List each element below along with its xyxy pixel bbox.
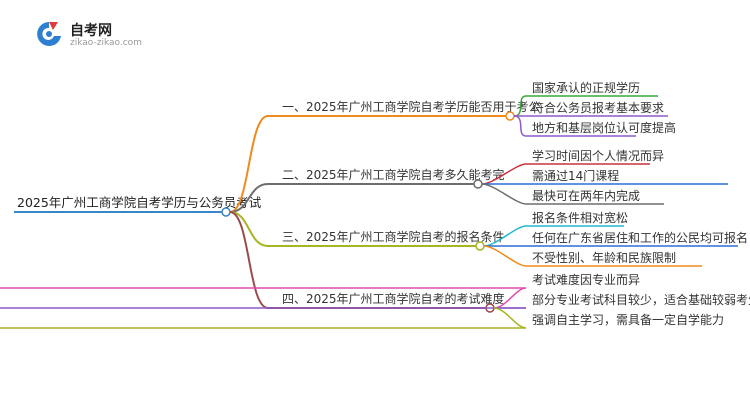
leaf-topic[interactable]: 地方和基层岗位认可度提高 <box>532 120 676 135</box>
leaf-topic[interactable]: 报名条件相对宽松 <box>532 210 628 225</box>
branch-collapse-toggle[interactable] <box>473 179 483 189</box>
leaf-topic[interactable]: 国家承认的正规学历 <box>532 80 640 95</box>
root-topic[interactable]: 2025年广州工商学院自考学历与公务员考试 <box>17 195 262 210</box>
branch-collapse-toggle[interactable] <box>475 241 485 251</box>
branch-collapse-toggle[interactable] <box>505 111 515 121</box>
leaf-topic[interactable]: 符合公务员报考基本要求 <box>532 100 664 115</box>
leaf-topic[interactable]: 任何在广东省居住和工作的公民均可报名 <box>532 230 748 245</box>
site-logo[interactable]: 自考网 zikao-zikao.com <box>30 14 150 54</box>
logo-name: 自考网 <box>70 23 112 39</box>
branch-topic-2[interactable]: 二、2025年广州工商学院自考多久能考完 <box>282 167 505 182</box>
branch-topic-3[interactable]: 三、2025年广州工商学院自考的报名条件 <box>282 229 505 244</box>
branch-connector <box>229 183 269 213</box>
logo-url: zikao-zikao.com <box>70 38 142 48</box>
branch-connector <box>229 211 269 309</box>
branch-topic-4[interactable]: 四、2025年广州工商学院自考的考试难度 <box>282 291 505 306</box>
leaf-topic[interactable]: 强调自主学习，需具备一定自学能力 <box>532 312 724 327</box>
leaf-connector <box>481 183 527 205</box>
branch-connector <box>229 115 269 213</box>
leaf-topic[interactable]: 不受性别、年龄和民族限制 <box>532 251 676 265</box>
leaf-topic[interactable]: 考试难度因专业而异 <box>532 272 640 287</box>
root-collapse-toggle[interactable] <box>221 207 231 217</box>
logo-mark-icon <box>37 22 61 46</box>
leaf-topic[interactable]: 部分专业考试科目较少，适合基础较弱考生 <box>532 292 750 307</box>
leaf-topic[interactable]: 需通过14门课程 <box>532 168 619 183</box>
branch-topic-1[interactable]: 一、2025年广州工商学院自考学历能否用于考公 <box>282 99 541 114</box>
leaf-connector <box>513 115 527 137</box>
leaf-connector <box>483 245 527 267</box>
leaf-topic[interactable]: 最快可在两年内完成 <box>532 188 640 203</box>
branch-connector <box>229 211 269 247</box>
leaf-connector <box>493 307 527 329</box>
leaf-topic[interactable]: 学习时间因个人情况而异 <box>532 148 664 163</box>
